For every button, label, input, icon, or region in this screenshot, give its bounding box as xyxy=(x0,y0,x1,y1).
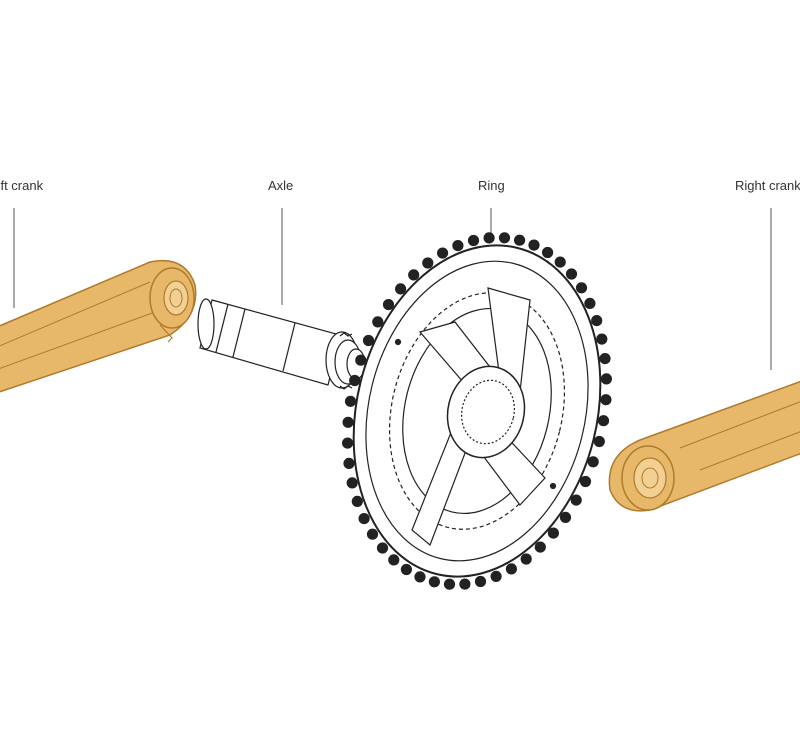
chainring-tooth xyxy=(520,553,532,565)
axle-label: Axle xyxy=(268,178,294,193)
chainring-tooth xyxy=(342,437,354,449)
chainring-tooth xyxy=(600,373,613,385)
chainring-tooth xyxy=(382,299,395,311)
chainring-tooth xyxy=(414,571,426,583)
left-crank xyxy=(0,260,197,393)
chainring-tooth xyxy=(452,240,464,252)
right-crank xyxy=(608,380,800,512)
chainring-tooth xyxy=(362,334,375,347)
chainring-tooth xyxy=(570,494,582,506)
chainring-tooth xyxy=(366,528,379,540)
chainring-tooth xyxy=(376,542,389,554)
chainring-tooth xyxy=(505,563,517,575)
chainring-tooth xyxy=(593,435,605,448)
chainring-tooth xyxy=(342,416,354,428)
chainring-tooth xyxy=(422,257,434,269)
chainring-tooth xyxy=(355,354,367,366)
chainring-tooth xyxy=(358,512,370,525)
chainring-tooth xyxy=(600,394,612,406)
left-crank-label: Left crank xyxy=(0,178,44,193)
chainring-tooth xyxy=(483,232,495,244)
chainring-tooth xyxy=(349,374,361,387)
chainring-tooth xyxy=(490,570,502,583)
chainring-tooth xyxy=(584,297,596,309)
chainring-tooth xyxy=(528,239,540,251)
chainring-tooth xyxy=(459,578,471,590)
ring-label: Ring xyxy=(478,178,505,193)
chainring-tooth xyxy=(344,395,357,407)
chainring-tooth xyxy=(498,232,511,244)
chainring-tooth xyxy=(400,563,412,576)
chainring-tooth xyxy=(428,576,440,588)
chainring-tooth xyxy=(372,316,384,328)
chainring-tooth xyxy=(351,495,363,507)
chainring-tooth xyxy=(346,477,358,489)
chainring-tooth xyxy=(597,415,610,427)
chainring-tooth xyxy=(513,234,526,246)
chainring-tooth xyxy=(599,353,611,365)
chainring-tooth xyxy=(343,457,355,469)
chainring-tooth xyxy=(534,541,546,553)
chainring-tooth xyxy=(587,456,599,468)
chainring-tooth xyxy=(596,333,608,345)
chainring-tooth xyxy=(395,283,407,295)
chainring-tooth xyxy=(443,578,456,590)
chainring-tooth xyxy=(541,246,554,259)
chainring xyxy=(342,232,613,590)
chainring-tooth xyxy=(467,234,480,247)
chainring-tooth xyxy=(437,247,449,259)
chainring-tooth xyxy=(591,315,603,327)
chainring-tooth xyxy=(559,511,572,524)
chainring-teeth xyxy=(342,232,613,590)
chainring-tooth xyxy=(408,269,420,281)
chainring-tooth xyxy=(554,256,566,268)
chainring-tooth xyxy=(547,527,560,539)
chainring-tooth xyxy=(575,282,588,294)
chainring-tooth xyxy=(565,268,578,280)
right-crank-label: Right crank xyxy=(735,178,800,193)
chainring-tooth xyxy=(579,475,592,488)
chainring-tooth xyxy=(388,554,400,566)
chainring-tooth xyxy=(474,575,487,588)
axle xyxy=(197,298,366,390)
